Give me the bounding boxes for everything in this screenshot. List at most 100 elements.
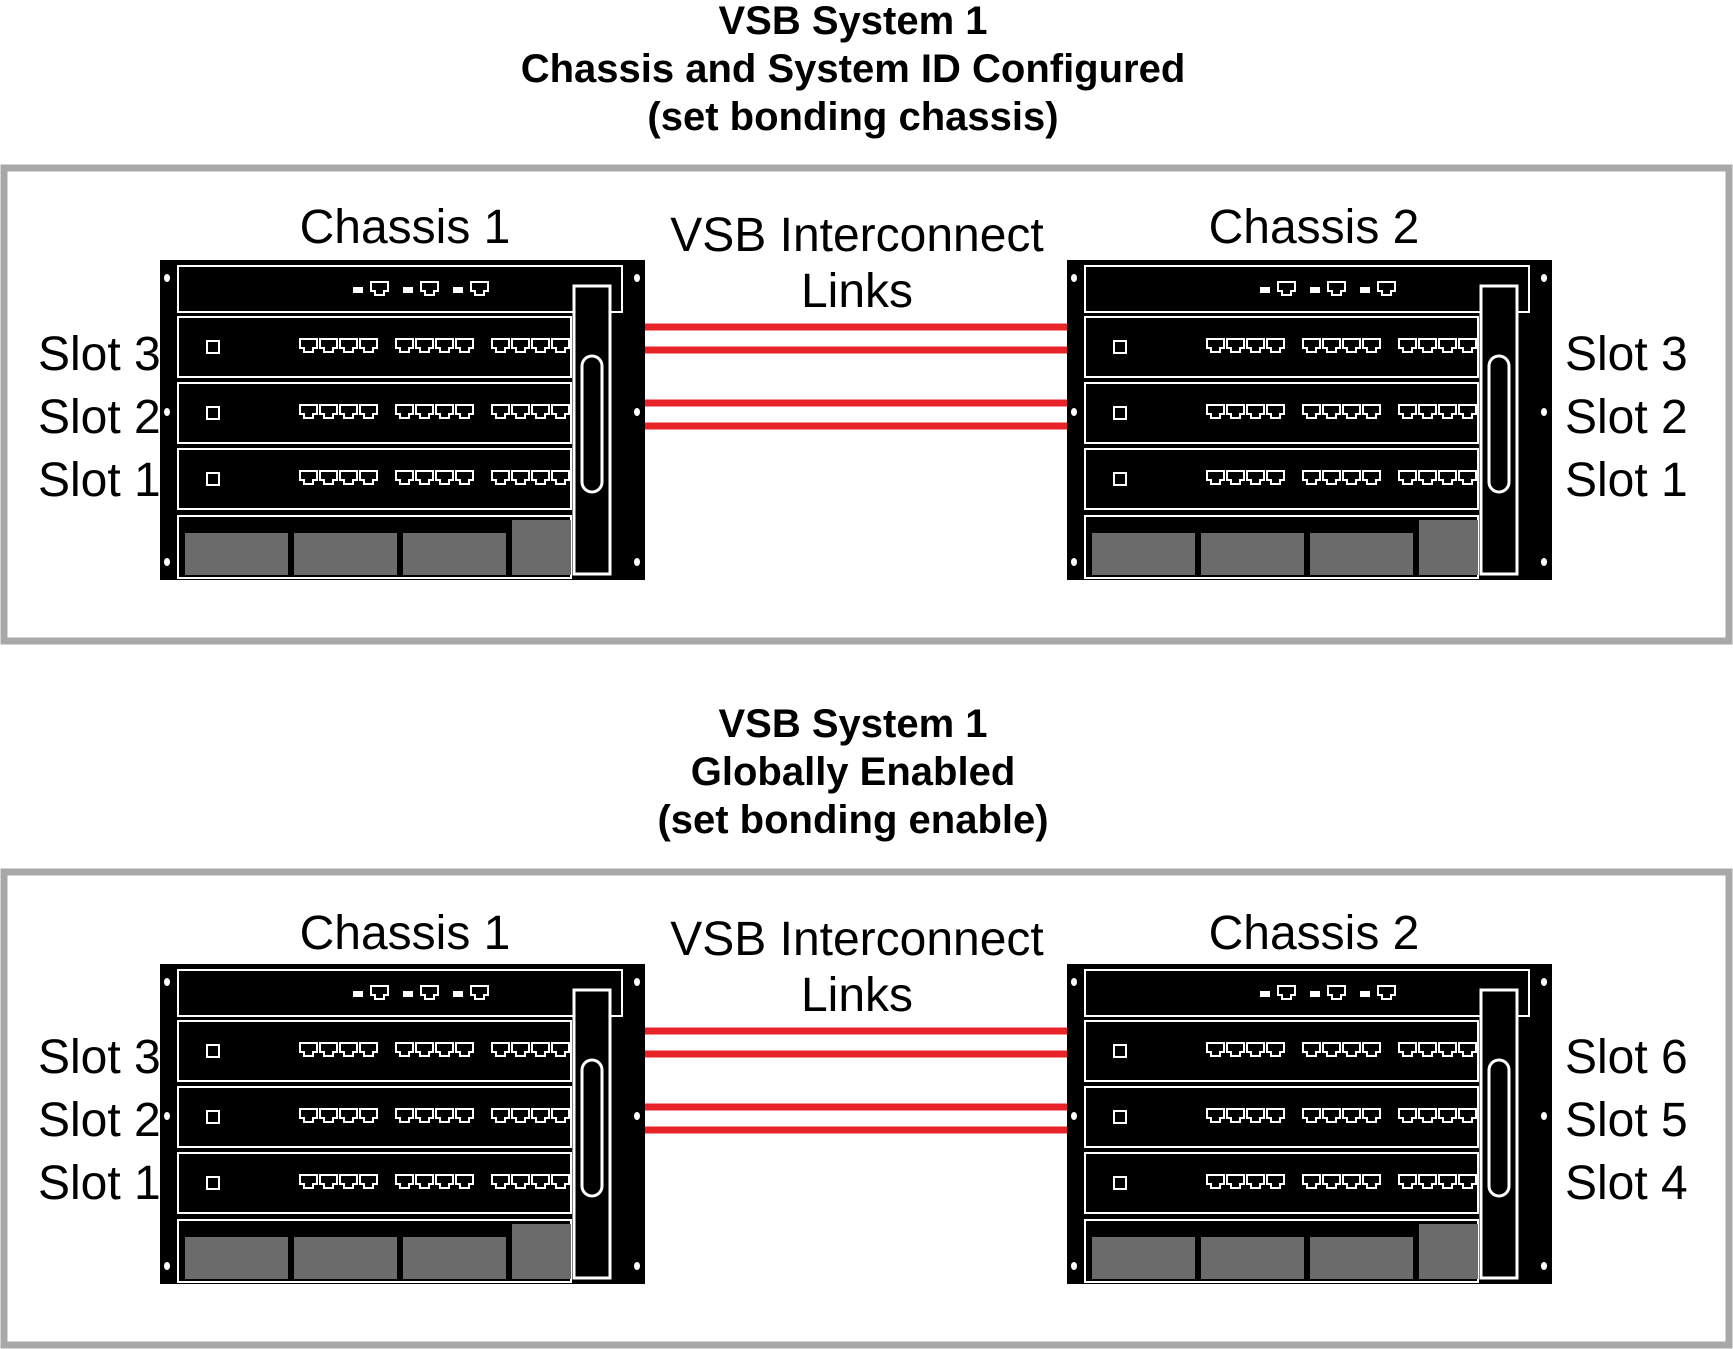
panel-2-left-slot-label: Slot 3 <box>38 1031 161 1084</box>
panel-2-link-label-line-2: Links <box>801 969 913 1022</box>
power-supply-tray <box>403 1237 506 1279</box>
rack-screw-icon <box>1541 1112 1547 1120</box>
ethernet-port-icon <box>1398 404 1417 419</box>
ethernet-port-icon <box>1206 1174 1225 1189</box>
management-module <box>1084 969 1530 1017</box>
ethernet-port-icon <box>1398 338 1417 353</box>
ethernet-port-icon <box>339 1174 358 1189</box>
ethernet-port-icon <box>1342 470 1361 485</box>
ethernet-port-icon <box>1458 470 1477 485</box>
ethernet-port-icon <box>455 470 474 485</box>
ethernet-port-icon <box>415 470 434 485</box>
status-led-icon <box>403 287 413 293</box>
ethernet-port-icon <box>551 1042 570 1057</box>
panel-1-chassis-1-graphic <box>160 260 645 580</box>
ethernet-port-icon <box>491 470 510 485</box>
ethernet-port-icon <box>1458 1042 1477 1057</box>
ethernet-port-icon <box>1362 1174 1381 1189</box>
rack-screw-icon <box>1071 408 1077 416</box>
ethernet-port-icon <box>435 1108 454 1123</box>
fabric-module <box>1479 284 1519 576</box>
power-supply-tray <box>1092 1237 1195 1279</box>
console-port-icon <box>1113 1110 1127 1124</box>
panel-2-interconnect-links <box>643 1027 1078 1134</box>
ethernet-port-icon <box>415 338 434 353</box>
rack-screw-icon <box>1071 1262 1077 1270</box>
ethernet-port-icon <box>1377 985 1396 1000</box>
ethernet-port-icon <box>395 1042 414 1057</box>
ethernet-port-icon <box>470 281 489 296</box>
ethernet-port-icon <box>299 338 318 353</box>
panel-1-left-slot-label: Slot 2 <box>38 391 161 444</box>
ethernet-port-icon <box>1418 338 1437 353</box>
ethernet-port-icon <box>1342 404 1361 419</box>
handle-icon <box>1487 354 1511 494</box>
rack-ear <box>1537 964 1552 1284</box>
status-led-icon <box>453 287 463 293</box>
rack-screw-icon <box>164 978 170 986</box>
fabric-module <box>572 988 612 1280</box>
ethernet-port-icon <box>415 1042 434 1057</box>
handle-icon <box>1487 1058 1511 1198</box>
ethernet-port-icon <box>299 404 318 419</box>
ethernet-port-icon <box>1322 470 1341 485</box>
ethernet-port-icon <box>551 1108 570 1123</box>
rack-screw-icon <box>634 558 640 566</box>
ethernet-port-icon <box>370 985 389 1000</box>
ethernet-port-icon <box>1302 470 1321 485</box>
ethernet-port-icon <box>1277 985 1296 1000</box>
ethernet-port-icon <box>1327 281 1346 296</box>
ethernet-port-icon <box>1246 404 1265 419</box>
console-port-icon <box>1113 406 1127 420</box>
panel-2-chassis-1-label: Chassis 1 <box>300 907 511 960</box>
ethernet-port-icon <box>1458 1174 1477 1189</box>
power-supply-tray <box>294 1237 397 1279</box>
ethernet-port-icon <box>339 338 358 353</box>
ethernet-port-icon <box>1418 1042 1437 1057</box>
ethernet-port-icon <box>1458 1108 1477 1123</box>
ethernet-port-icon <box>1206 1042 1225 1057</box>
rack-screw-icon <box>1541 408 1547 416</box>
ethernet-port-icon <box>1226 470 1245 485</box>
ethernet-port-icon <box>1377 281 1396 296</box>
rack-screw-icon <box>1541 978 1547 986</box>
ethernet-port-icon <box>1327 985 1346 1000</box>
panel-2-right-slot-label: Slot 5 <box>1565 1094 1688 1147</box>
management-module <box>1084 265 1530 313</box>
console-port-icon <box>206 472 220 486</box>
status-led-icon <box>1360 287 1370 293</box>
ethernet-port-icon <box>319 1174 338 1189</box>
ethernet-port-icon <box>435 1042 454 1057</box>
ethernet-port-icon <box>1342 1108 1361 1123</box>
power-supply-tray <box>294 533 397 575</box>
panel-1-link-label-line-1: VSB Interconnect <box>670 209 1044 262</box>
ethernet-port-icon <box>435 470 454 485</box>
panel-1-frame <box>0 164 1733 645</box>
ethernet-port-icon <box>435 404 454 419</box>
ethernet-port-icon <box>511 1042 530 1057</box>
ethernet-port-icon <box>339 1108 358 1123</box>
ethernet-port-icon <box>1458 404 1477 419</box>
ethernet-port-icon <box>359 1042 378 1057</box>
ethernet-port-icon <box>1302 1174 1321 1189</box>
ethernet-port-icon <box>319 1042 338 1057</box>
ethernet-port-icon <box>1322 404 1341 419</box>
power-supply-tray <box>1201 533 1304 575</box>
panel-2: VSB System 1 Globally Enabled (set bondi… <box>0 702 1733 1349</box>
ethernet-port-icon <box>339 404 358 419</box>
ethernet-port-icon <box>511 1174 530 1189</box>
ethernet-port-icon <box>1266 1042 1285 1057</box>
ethernet-port-icon <box>339 470 358 485</box>
status-led-icon <box>1360 991 1370 997</box>
rack-ear <box>1537 260 1552 580</box>
ethernet-port-icon <box>1342 1174 1361 1189</box>
rack-ear <box>630 964 645 1284</box>
panel-1-right-slot-label: Slot 2 <box>1565 391 1688 444</box>
ethernet-port-icon <box>370 281 389 296</box>
ethernet-port-icon <box>1398 470 1417 485</box>
rack-screw-icon <box>634 408 640 416</box>
ethernet-port-icon <box>1302 404 1321 419</box>
power-supply-tray <box>1310 533 1413 575</box>
console-port-icon <box>206 1110 220 1124</box>
